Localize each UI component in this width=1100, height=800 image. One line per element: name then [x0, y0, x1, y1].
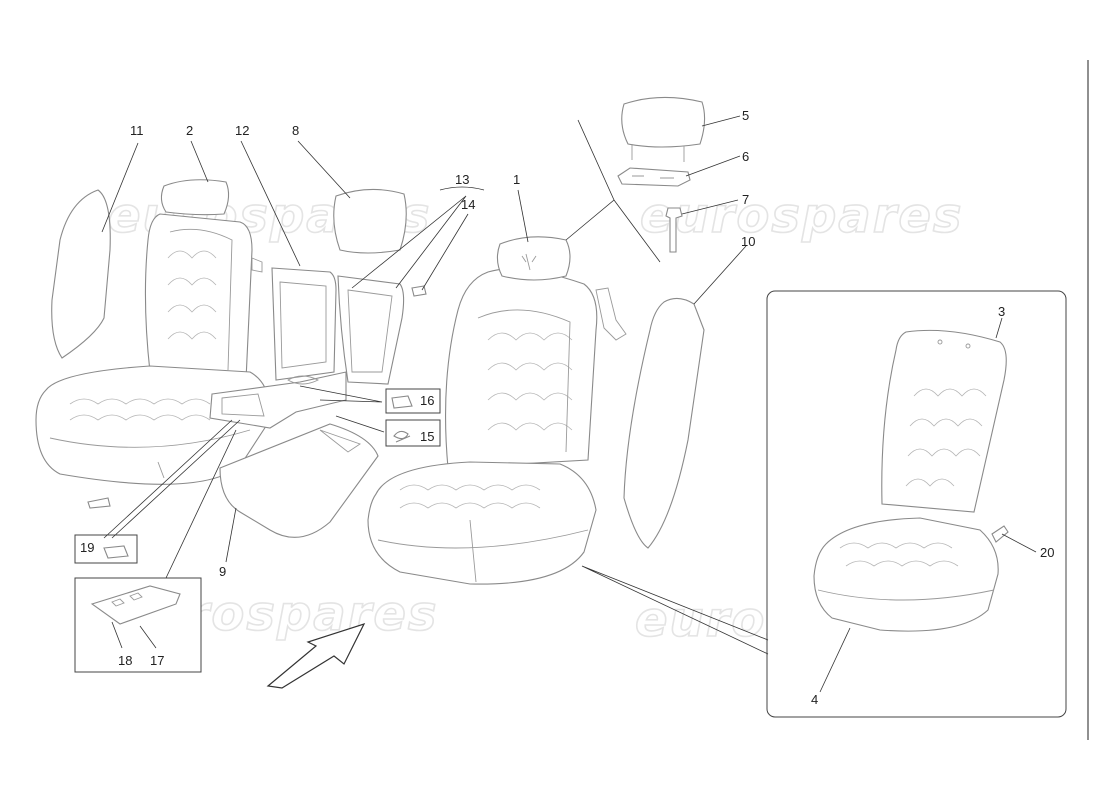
callout-11: 11 [130, 123, 144, 138]
callout-14: 14 [461, 197, 475, 212]
left-backrest-piping [169, 228, 233, 371]
callout-13: 13 [455, 172, 469, 187]
callout-8: 8 [292, 123, 299, 138]
left-backrest-bracket [251, 257, 263, 273]
callout-3: 3 [998, 304, 1005, 319]
left-backrest-quilting [167, 250, 217, 340]
right-seat-backrest [444, 268, 598, 469]
console-tray [221, 393, 265, 417]
callout-19: 19 [80, 540, 94, 555]
armrest-back-panel-inner [347, 289, 393, 373]
centre-cushion-strap [319, 429, 362, 453]
seat-cover-part-4 [813, 517, 999, 632]
left-seat-piping [49, 429, 251, 448]
leader-lines [101, 115, 1037, 693]
right-seat-quilting [399, 484, 541, 509]
watermark-top-right: eurospares [640, 188, 964, 244]
right-seat-front-panel [377, 519, 589, 583]
callout-4: 4 [811, 692, 818, 707]
headrest-trident-logo [521, 253, 537, 271]
right-backrest-piping [477, 309, 571, 453]
centre-cushion-part-9 [219, 423, 379, 538]
callout-20: 20 [1040, 545, 1054, 560]
callout-5: 5 [742, 108, 749, 123]
callout-9: 9 [219, 564, 226, 579]
callout-16: 16 [420, 393, 434, 408]
direction-arrow [266, 622, 366, 689]
centre-armrest-console [209, 371, 347, 429]
seat-cover-front-seam [817, 589, 995, 601]
screw-fastener-left [87, 497, 111, 509]
clip-part-20 [991, 525, 1009, 543]
tray-insert-part-18 [90, 585, 181, 625]
armrest-lid-inner [279, 281, 327, 369]
callout-1: 1 [513, 172, 520, 187]
seat-cover-quilting [839, 542, 959, 567]
armrest-lid-part-12 [271, 267, 337, 381]
tray-insert-holes [111, 592, 143, 607]
cupholder [287, 375, 320, 385]
side-trim-panel-part-11 [51, 189, 111, 359]
callout-2: 2 [186, 123, 193, 138]
centre-headrest-part-8 [333, 188, 407, 254]
guide-plate-slots [632, 175, 674, 179]
part-15-fastener-icon [393, 430, 411, 443]
right-seat-cushion [367, 461, 597, 585]
cover-hole-right [965, 343, 971, 349]
part-19-bracket-icon [103, 545, 129, 559]
backrest-cover-quilting [905, 388, 987, 487]
part-16-clip-icon [391, 395, 413, 409]
right-seat-headrest-part-1 [496, 236, 571, 281]
left-headrest [160, 179, 230, 216]
side-trim-panel-part-10 [623, 297, 705, 549]
callout-10: 10 [741, 234, 755, 249]
right-backrest-quilting [487, 332, 573, 431]
armrest-back-panel-part-13 [337, 275, 405, 385]
cover-hole-left [937, 339, 943, 345]
callout-6: 6 [742, 149, 749, 164]
callout-17: 17 [150, 653, 164, 668]
callout-15: 15 [420, 429, 434, 444]
left-seat-quilting [69, 398, 211, 421]
detail-box-part-15 [385, 419, 441, 447]
seatbelt-bracket [595, 287, 627, 341]
headrest-part-5 [621, 96, 706, 148]
backrest-cover-part-3 [881, 329, 1007, 513]
callout-7: 7 [742, 192, 749, 207]
left-backrest-part-2 [144, 213, 253, 381]
callout-18: 18 [118, 653, 132, 668]
headrest-guide-plate-part-6 [617, 167, 691, 187]
headrest-guide-sleeve-part-7 [665, 207, 683, 253]
bolt-bottom-left [157, 461, 165, 479]
callout-12: 12 [235, 123, 249, 138]
